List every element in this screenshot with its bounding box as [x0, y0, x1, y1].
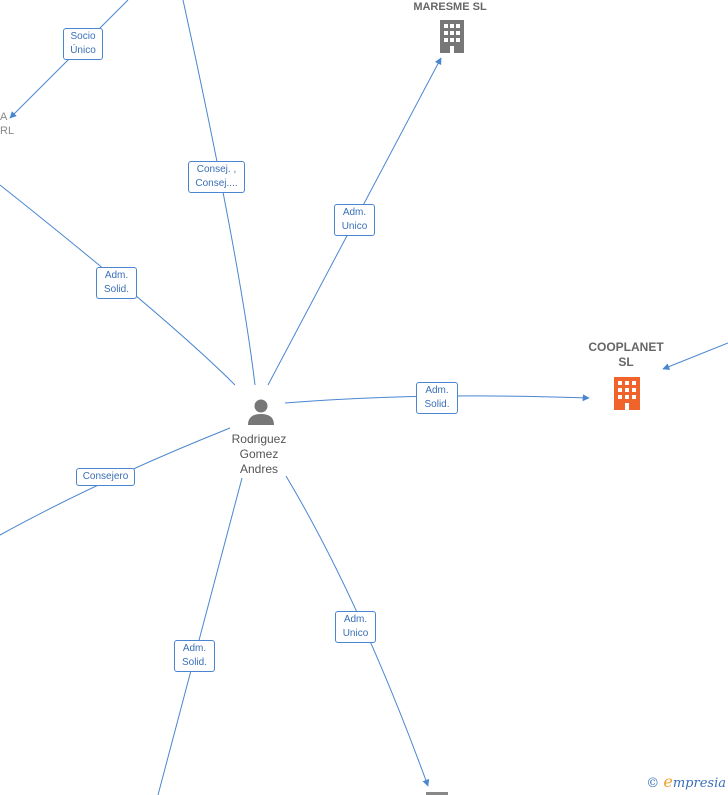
edge-label-adm-solid-bottom[interactable]: Adm. Solid. — [174, 640, 215, 672]
person-name-line: Rodriguez — [231, 432, 287, 446]
company-label-line: RL — [0, 125, 15, 137]
brand-logo: © empresia — [646, 772, 726, 791]
edge-label-line: Solid. — [424, 399, 450, 410]
edge-label-line: Adm. — [104, 270, 129, 281]
building-icon-cooplanet — [614, 377, 640, 410]
edge-line-consej — [182, 0, 256, 386]
edge-label-line: Consejero — [82, 471, 129, 482]
edge-label-line: Consej. , — [196, 164, 237, 175]
edge-label-consejero[interactable]: Consejero — [76, 468, 135, 486]
edge-label-line: Solid. — [103, 284, 129, 295]
copyright-icon: © — [646, 776, 660, 791]
company-label-line: SL — [618, 355, 634, 369]
person-name-line: Andres — [239, 462, 279, 476]
edge-label-line: Consej.... — [195, 178, 238, 189]
company-label-cooplanet[interactable]: COOPLANET SL — [582, 340, 670, 370]
edge-label-socio-unico[interactable]: Socio Único — [63, 28, 103, 60]
person-icon — [248, 399, 274, 425]
brand-name: mpresia — [672, 776, 726, 791]
person-name-line: Gomez — [239, 447, 279, 461]
edge-label-line: Adm. — [182, 643, 207, 654]
company-label-line: A — [0, 111, 8, 123]
edge-label-line: Unico — [341, 221, 368, 232]
building-icon-maresme — [440, 20, 464, 53]
person-name[interactable]: Rodriguez Gomez Andres — [223, 432, 295, 477]
edge-line-adm-solid-bottom — [157, 477, 243, 795]
edge-label-adm-solid-right[interactable]: Adm. Solid. — [416, 382, 458, 414]
edge-line-adm-solid-left — [0, 184, 236, 386]
edge-label-consej[interactable]: Consej. , Consej.... — [188, 161, 245, 193]
edge-label-line: Adm. — [342, 207, 367, 218]
edge-label-line: Adm. — [343, 614, 368, 625]
company-label-cut-left[interactable]: A RL — [0, 110, 14, 138]
edge-label-line: Único — [70, 45, 96, 56]
brand-initial: e — [663, 772, 673, 791]
edge-label-adm-unico-bottom[interactable]: Adm. Unico — [335, 611, 376, 643]
company-label-maresme[interactable]: MARESME SL — [413, 1, 487, 13]
edge-label-adm-solid-left[interactable]: Adm. Solid. — [96, 267, 137, 299]
edge-label-line: Adm. — [425, 385, 449, 396]
edge-label-adm-unico-top[interactable]: Adm. Unico — [334, 204, 375, 236]
company-label-line: COOPLANET — [588, 340, 664, 354]
edge-label-line: Socio — [70, 31, 96, 42]
edge-label-line: Unico — [342, 628, 369, 639]
edge-label-line: Solid. — [181, 657, 207, 668]
building-icon-partial — [426, 792, 448, 795]
edge-line-cooplanet-incoming — [662, 342, 728, 370]
